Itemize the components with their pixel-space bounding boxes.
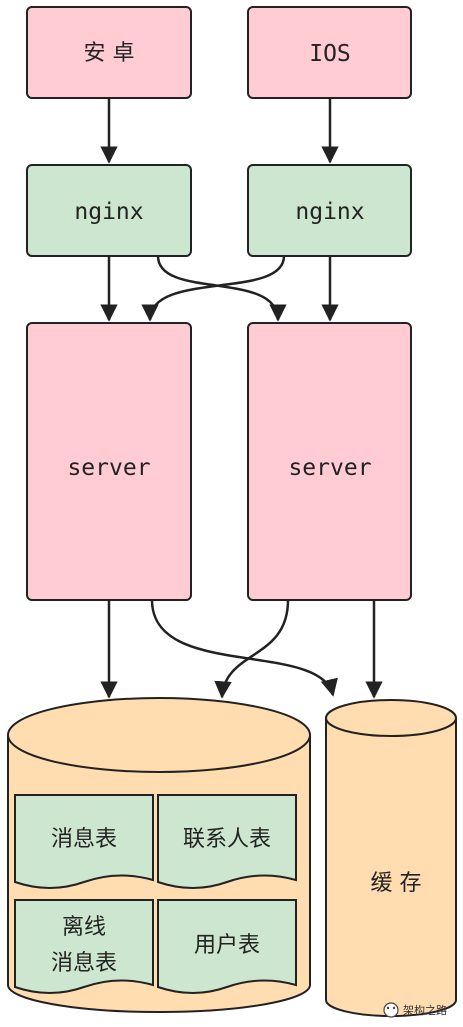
arrow-nginx-left-server-right <box>156 255 287 322</box>
table-offline-label-line1: 离线 <box>62 915 106 940</box>
arrow-server-right-db <box>214 599 290 699</box>
cache-cylinder: 缓 存 <box>325 699 457 1017</box>
server-left-node: server <box>26 322 192 601</box>
watermark-text: 架构之路 <box>403 1003 447 1017</box>
table-contacts-label: 联系人表 <box>183 827 271 852</box>
nginx-right-label: nginx <box>295 199 364 225</box>
table-message-label: 消息表 <box>51 827 117 852</box>
nginx-right-node: nginx <box>247 164 412 257</box>
wechat-icon <box>383 1002 399 1018</box>
table-offline-message: 离线 消息表 <box>14 899 154 994</box>
android-node: 安 卓 <box>26 6 192 99</box>
server-right-node: server <box>247 322 412 601</box>
nginx-left-label: nginx <box>74 199 143 225</box>
android-label: 安 卓 <box>84 41 135 66</box>
table-offline-label-line2: 消息表 <box>51 951 117 976</box>
table-users: 用户表 <box>157 899 297 994</box>
arrow-server-left-cache <box>150 599 338 697</box>
ios-node: IOS <box>247 6 412 99</box>
table-message: 消息表 <box>14 794 154 889</box>
cache-label: 缓 存 <box>371 871 422 896</box>
watermark: 架构之路 <box>383 1002 447 1018</box>
server-left-label: server <box>67 455 150 481</box>
ios-label: IOS <box>309 41 351 67</box>
nginx-left-node: nginx <box>26 164 192 257</box>
table-contacts: 联系人表 <box>157 794 297 889</box>
table-users-label: 用户表 <box>194 933 260 958</box>
arrow-nginx-right-server-left <box>141 255 286 322</box>
server-right-label: server <box>288 455 371 481</box>
